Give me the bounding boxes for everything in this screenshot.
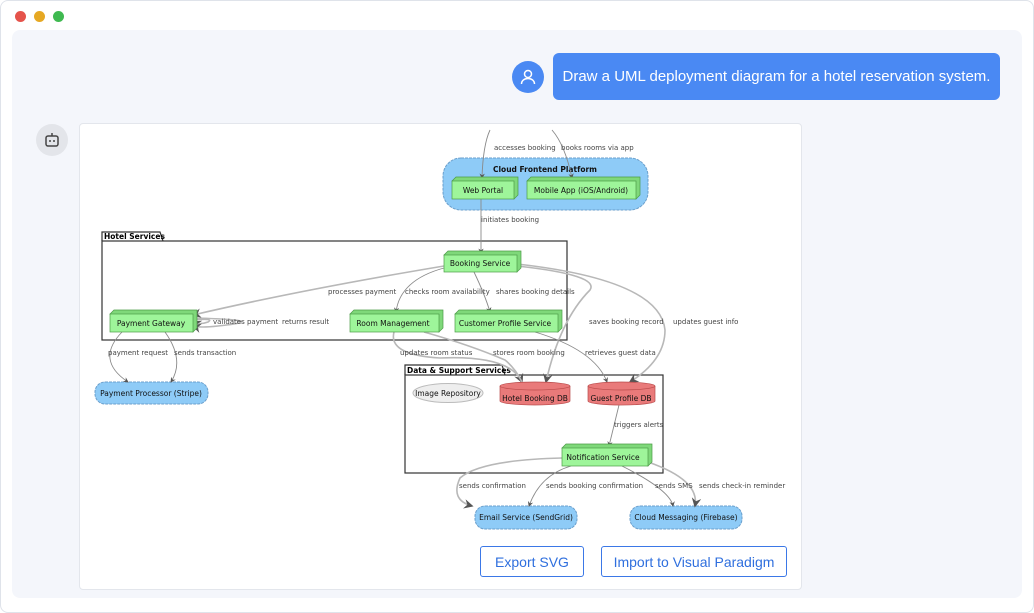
svg-text:Room Management: Room Management <box>356 319 429 328</box>
edge-label: books rooms via app <box>561 144 634 152</box>
edge-label: updates room status <box>400 349 473 357</box>
edge-label: processes payment <box>328 288 397 296</box>
edge-label: shares booking details <box>496 288 575 296</box>
node-web-portal: Web Portal <box>451 176 519 200</box>
edge-label: sends SMS <box>655 482 693 490</box>
edge-label: saves booking record <box>589 318 664 326</box>
svg-text:Cloud Messaging (Firebase): Cloud Messaging (Firebase) <box>634 513 737 522</box>
svg-text:Booking Service: Booking Service <box>450 259 511 268</box>
node-customer-profile-service: Customer Profile Service <box>454 309 563 333</box>
svg-text:Mobile App (iOS/Android): Mobile App (iOS/Android) <box>534 186 628 195</box>
svg-text:Guest Profile DB: Guest Profile DB <box>590 394 651 403</box>
minimize-window-button[interactable] <box>34 11 45 22</box>
export-svg-button[interactable]: Export SVG <box>480 546 584 577</box>
user-avatar <box>512 61 544 93</box>
edge-label: updates guest info <box>673 318 738 326</box>
bot-avatar <box>36 124 68 156</box>
maximize-window-button[interactable] <box>53 11 64 22</box>
svg-text:Notification Service: Notification Service <box>566 453 640 462</box>
node-mobile-app: Mobile App (iOS/Android) <box>526 176 641 200</box>
edge-label: stores room booking <box>493 349 565 357</box>
user-message: Draw a UML deployment diagram for a hote… <box>553 53 1000 100</box>
edges <box>109 129 702 509</box>
edge-label: sends confirmation <box>459 482 526 490</box>
edge-label: sends transaction <box>174 349 236 357</box>
database-hotel-booking: Hotel Booking DB <box>499 381 571 406</box>
edge-label: returns result <box>282 318 329 326</box>
robot-icon <box>45 133 59 147</box>
cloud-messaging: Cloud Messaging (Firebase) <box>629 505 743 530</box>
edge-label: validates payment <box>213 318 278 326</box>
svg-text:Payment Gateway: Payment Gateway <box>117 319 186 328</box>
node-booking-service: Booking Service <box>443 250 522 273</box>
package-label: Hotel Services <box>104 232 165 241</box>
edge-label: checks room availability <box>405 288 490 296</box>
artifact-image-repository: Image Repository <box>412 383 484 403</box>
user-icon <box>520 69 536 85</box>
svg-text:Email Service (SendGrid): Email Service (SendGrid) <box>479 513 573 522</box>
node-notification-service: Notification Service <box>561 443 653 467</box>
database-guest-profile: Guest Profile DB <box>587 381 656 406</box>
svg-text:Hotel Booking DB: Hotel Booking DB <box>502 394 568 403</box>
package-hotel-services: Hotel Services <box>101 231 568 341</box>
node-room-management: Room Management <box>349 309 444 333</box>
svg-text:Cloud Frontend Platform: Cloud Frontend Platform <box>493 165 597 174</box>
edge-label: sends check-in reminder <box>699 482 785 490</box>
package-label: Data & Support Services <box>407 366 511 375</box>
import-visual-paradigm-button[interactable]: Import to Visual Paradigm <box>601 546 787 577</box>
svg-text:Payment Processor (Stripe): Payment Processor (Stripe) <box>100 389 202 398</box>
svg-text:Image Repository: Image Repository <box>415 389 481 398</box>
svg-text:Customer Profile Service: Customer Profile Service <box>459 319 552 328</box>
edge-label: sends booking confirmation <box>546 482 643 490</box>
package-data-support: Data & Support Services <box>404 364 664 474</box>
edge-label: payment request <box>108 349 168 357</box>
cloud-email-service: Email Service (SendGrid) <box>474 505 578 530</box>
close-window-button[interactable] <box>15 11 26 22</box>
cloud-payment-processor: Payment Processor (Stripe) <box>94 381 209 405</box>
svg-text:Web Portal: Web Portal <box>463 186 503 195</box>
node-payment-gateway: Payment Gateway <box>109 309 198 333</box>
edge-label: initiates booking <box>481 216 539 224</box>
edge-label: retrieves guest data <box>585 349 656 357</box>
edge-label: accesses booking <box>494 144 556 152</box>
edge-label: triggers alerts <box>614 421 664 429</box>
